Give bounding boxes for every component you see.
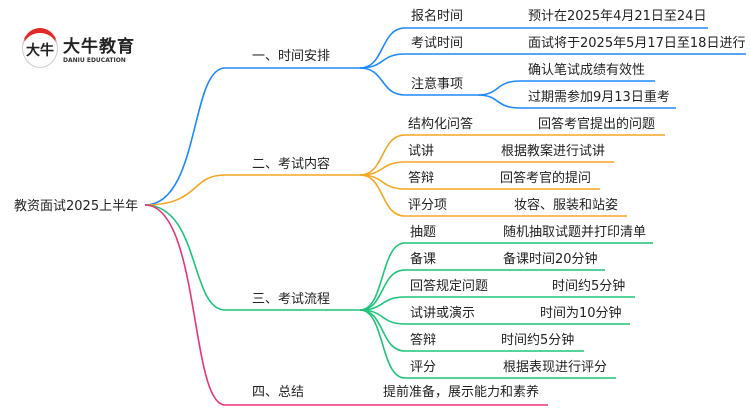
node-value: 预计在2025年4月21日至24日 bbox=[528, 9, 707, 24]
node-value: 回答考官提出的问题 bbox=[538, 117, 656, 132]
branch-summary: 四、总结 bbox=[252, 385, 305, 400]
node-value: 面试将于2025年5月17日至18日进行 bbox=[528, 36, 746, 51]
node-label: 注意事项 bbox=[411, 77, 464, 92]
node-label: 备课 bbox=[410, 252, 437, 267]
node-label: 评分 bbox=[410, 360, 437, 375]
branch-time-schedule: 一、时间安排 bbox=[252, 49, 331, 64]
node-label: 答辩 bbox=[408, 171, 435, 186]
logo-icon: 大牛 bbox=[22, 28, 58, 68]
logo: 大牛 大牛教育 DANIU EDUCATION bbox=[22, 28, 135, 68]
node-label: 试讲或演示 bbox=[410, 306, 476, 321]
node-value: 过期需参加9月13日重考 bbox=[528, 90, 670, 105]
node-value: 确认笔试成绩有效性 bbox=[528, 63, 646, 78]
node-value: 回答考官的提问 bbox=[500, 171, 592, 186]
node-label: 考试时间 bbox=[411, 36, 464, 51]
branch-4-lines bbox=[144, 204, 548, 406]
node-label: 结构化问答 bbox=[408, 117, 474, 132]
node-value: 时间约5分钟 bbox=[501, 333, 575, 348]
branch-2-lines bbox=[144, 134, 665, 217]
node-value: 时间约5分钟 bbox=[552, 279, 626, 294]
node-label: 报名时间 bbox=[411, 9, 464, 24]
node-value: 随机抽取试题并打印清单 bbox=[503, 225, 647, 240]
node-value: 时间为10分钟 bbox=[540, 306, 622, 321]
logo-name: 大牛教育 bbox=[63, 37, 135, 57]
node-value: 备课时间20分钟 bbox=[503, 252, 598, 267]
node-label: 答辩 bbox=[410, 333, 437, 348]
node-label: 评分项 bbox=[408, 198, 448, 213]
branch-1-lines bbox=[144, 27, 746, 206]
branch-3-lines bbox=[144, 204, 653, 379]
branch-exam-process: 三、考试流程 bbox=[252, 292, 331, 307]
node-value: 妆容、服装和站姿 bbox=[514, 198, 619, 213]
node-label: 抽题 bbox=[410, 225, 437, 240]
node-label: 回答规定问题 bbox=[410, 279, 489, 294]
node-label: 试讲 bbox=[408, 144, 435, 159]
node-value: 根据表现进行评分 bbox=[503, 360, 608, 375]
node-value: 根据教案进行试讲 bbox=[501, 144, 606, 159]
branch-exam-content: 二、考试内容 bbox=[252, 157, 331, 172]
node-value: 提前准备，展示能力和素养 bbox=[383, 385, 540, 400]
logo-english: DANIU EDUCATION bbox=[63, 57, 126, 64]
root-node: 教资面试2025上半年 bbox=[14, 199, 139, 214]
